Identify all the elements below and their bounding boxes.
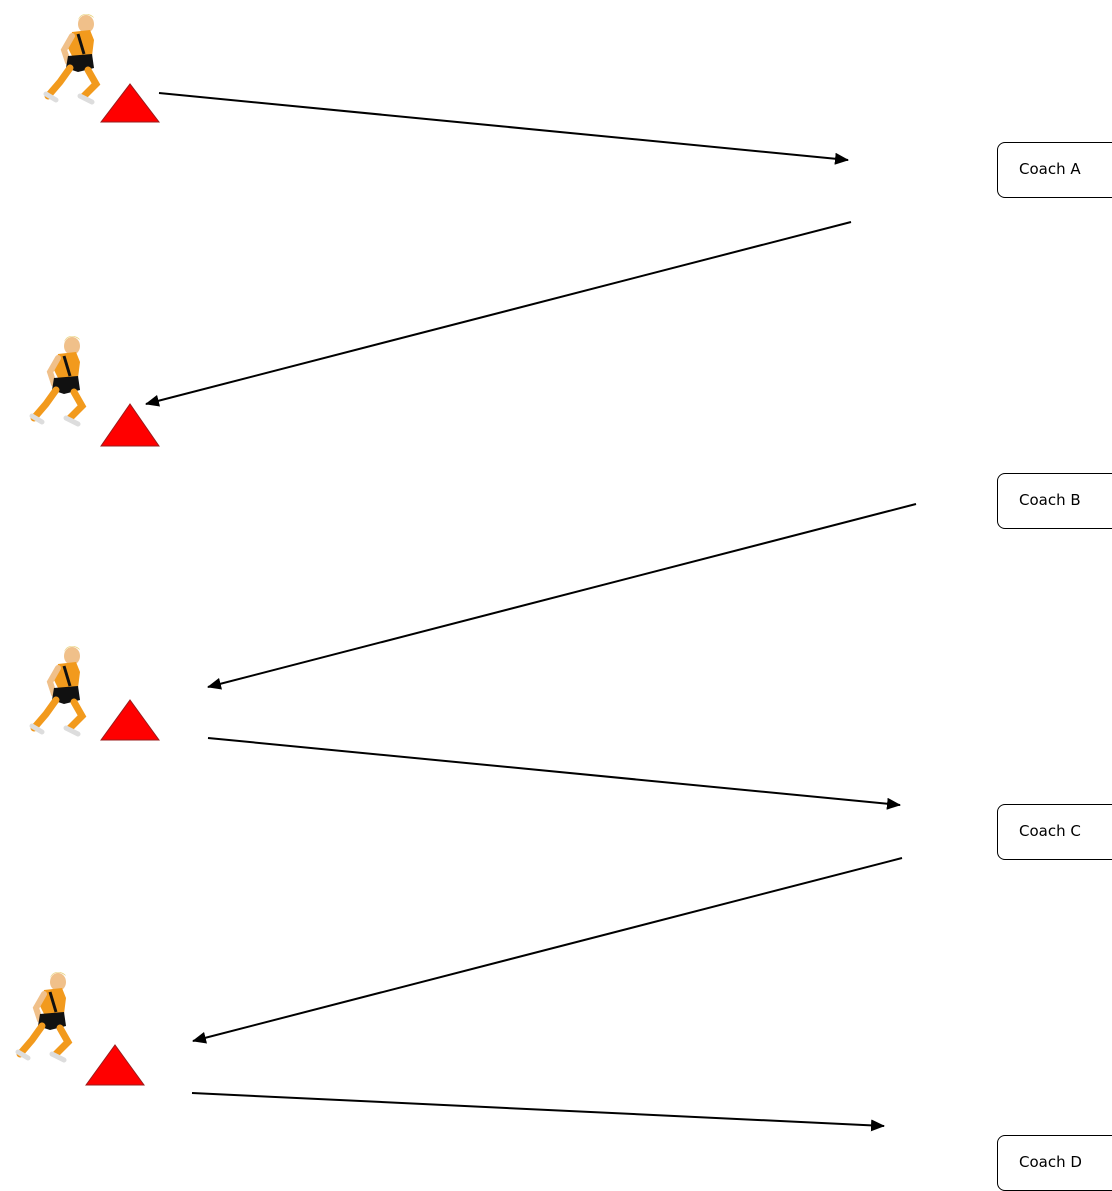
arrow-from-coach-a [145,221,852,407]
coach-d-box: Coach D [997,1135,1112,1191]
coach-a-box: Coach A [997,142,1112,198]
arrow-to-coach-a [158,92,849,165]
arrow-from-coach-b [207,503,917,690]
red-triangle-cone-icon [99,83,161,123]
sprinting-player-icon [32,646,82,734]
arrow-to-coach-c [207,737,901,810]
sprinting-player-icon [18,972,68,1060]
arrow-to-coach-d [191,1092,885,1132]
coach-b-box: Coach B [997,473,1112,529]
red-triangle-cone-icon [100,403,160,447]
coach-c-box: Coach C [997,804,1112,860]
arrow-from-coach-c [192,857,903,1044]
red-triangle-cone-icon [100,699,160,741]
sprinting-player-icon [32,336,82,424]
drill-diagram [0,0,917,1132]
red-triangle-cone-icon [85,1044,145,1086]
sprinting-player-icon [46,14,96,102]
